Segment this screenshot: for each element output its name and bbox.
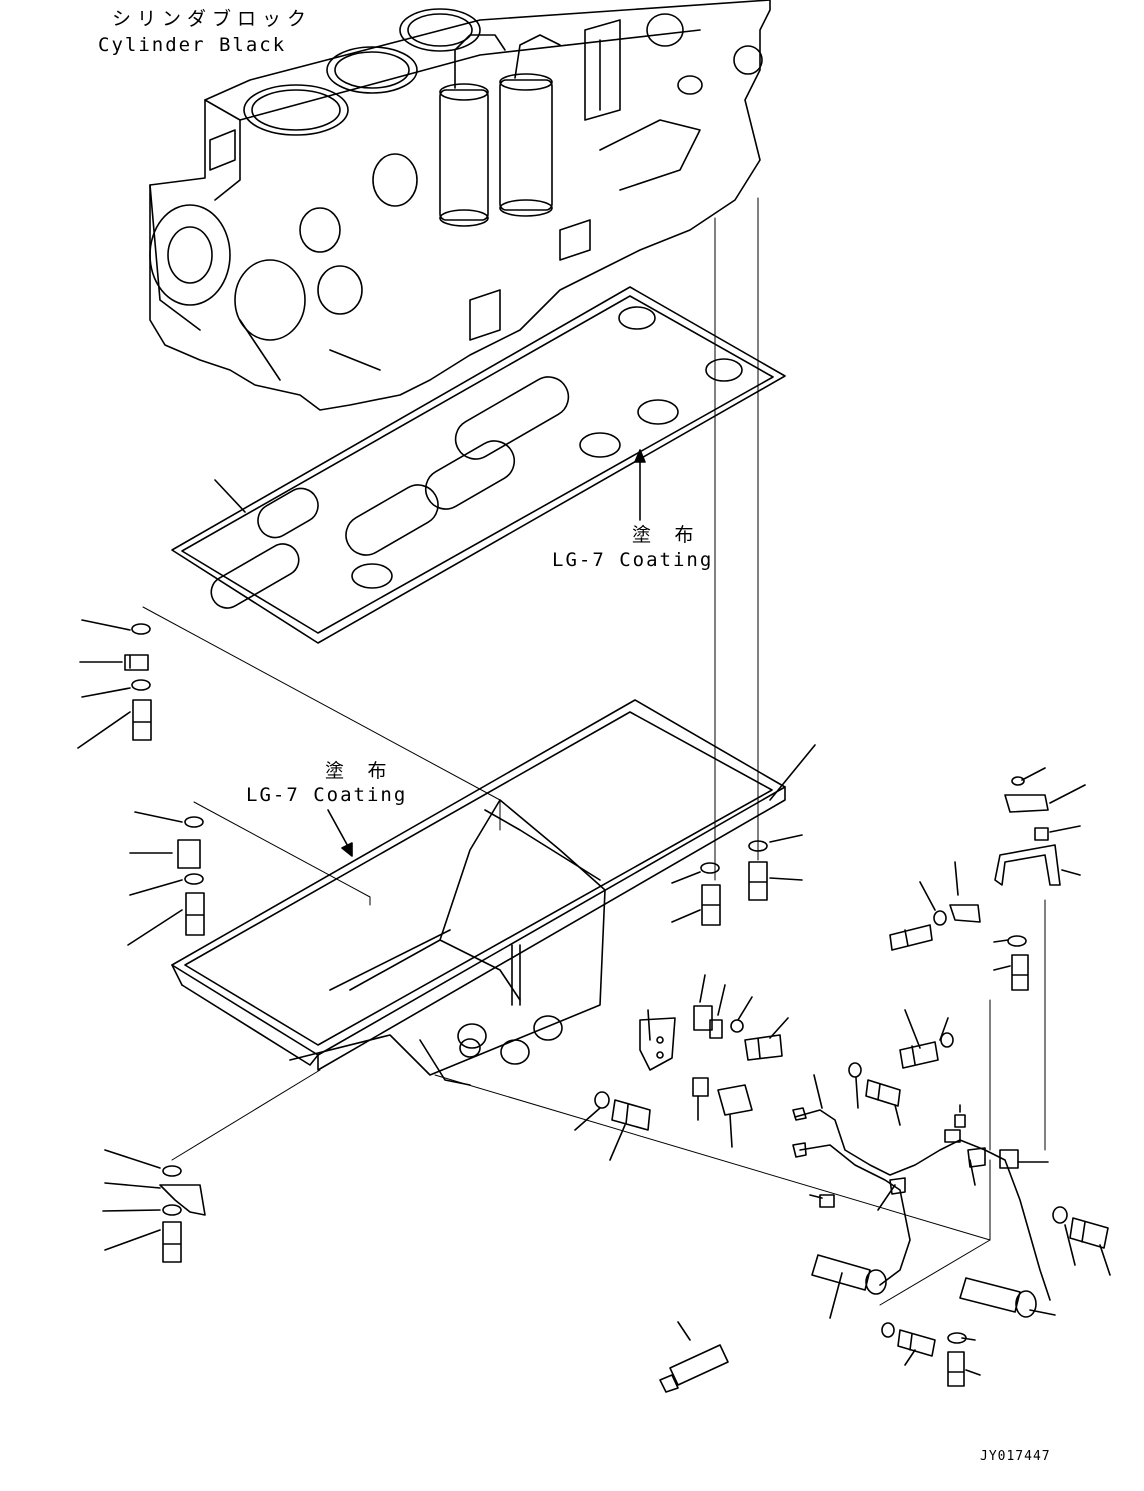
- fastener-stack-left-2: [127, 811, 205, 946]
- oil-pan-gasket: [171, 286, 786, 644]
- pan-coating-leader: [327, 809, 353, 857]
- gasket-coating-label-en: LG-7 Coating: [552, 549, 714, 571]
- document-id: JY017447: [980, 1449, 1051, 1464]
- guide-lines: [142, 197, 1046, 1306]
- fastener-stack-left-1: [77, 619, 152, 749]
- cylinder-block-label-en: Cylinder Black: [98, 34, 287, 56]
- fastener-stack-center: [671, 744, 816, 926]
- gasket-leaders: [214, 449, 646, 521]
- bracket-assembly-right: [889, 767, 1086, 991]
- cylinder-block: [149, 0, 771, 411]
- fastener-stack-left-3: [102, 1149, 206, 1263]
- cylinder-block-label-jp: シリンダブロック: [112, 8, 313, 30]
- pan-coating-label-en: LG-7 Coating: [246, 784, 408, 806]
- pan-coating-label-jp: 塗 布: [325, 760, 393, 782]
- gasket-coating-label-jp: 塗 布: [632, 524, 700, 546]
- oil-pan: [171, 699, 786, 1086]
- sensor-bracket-harness: [574, 974, 1111, 1393]
